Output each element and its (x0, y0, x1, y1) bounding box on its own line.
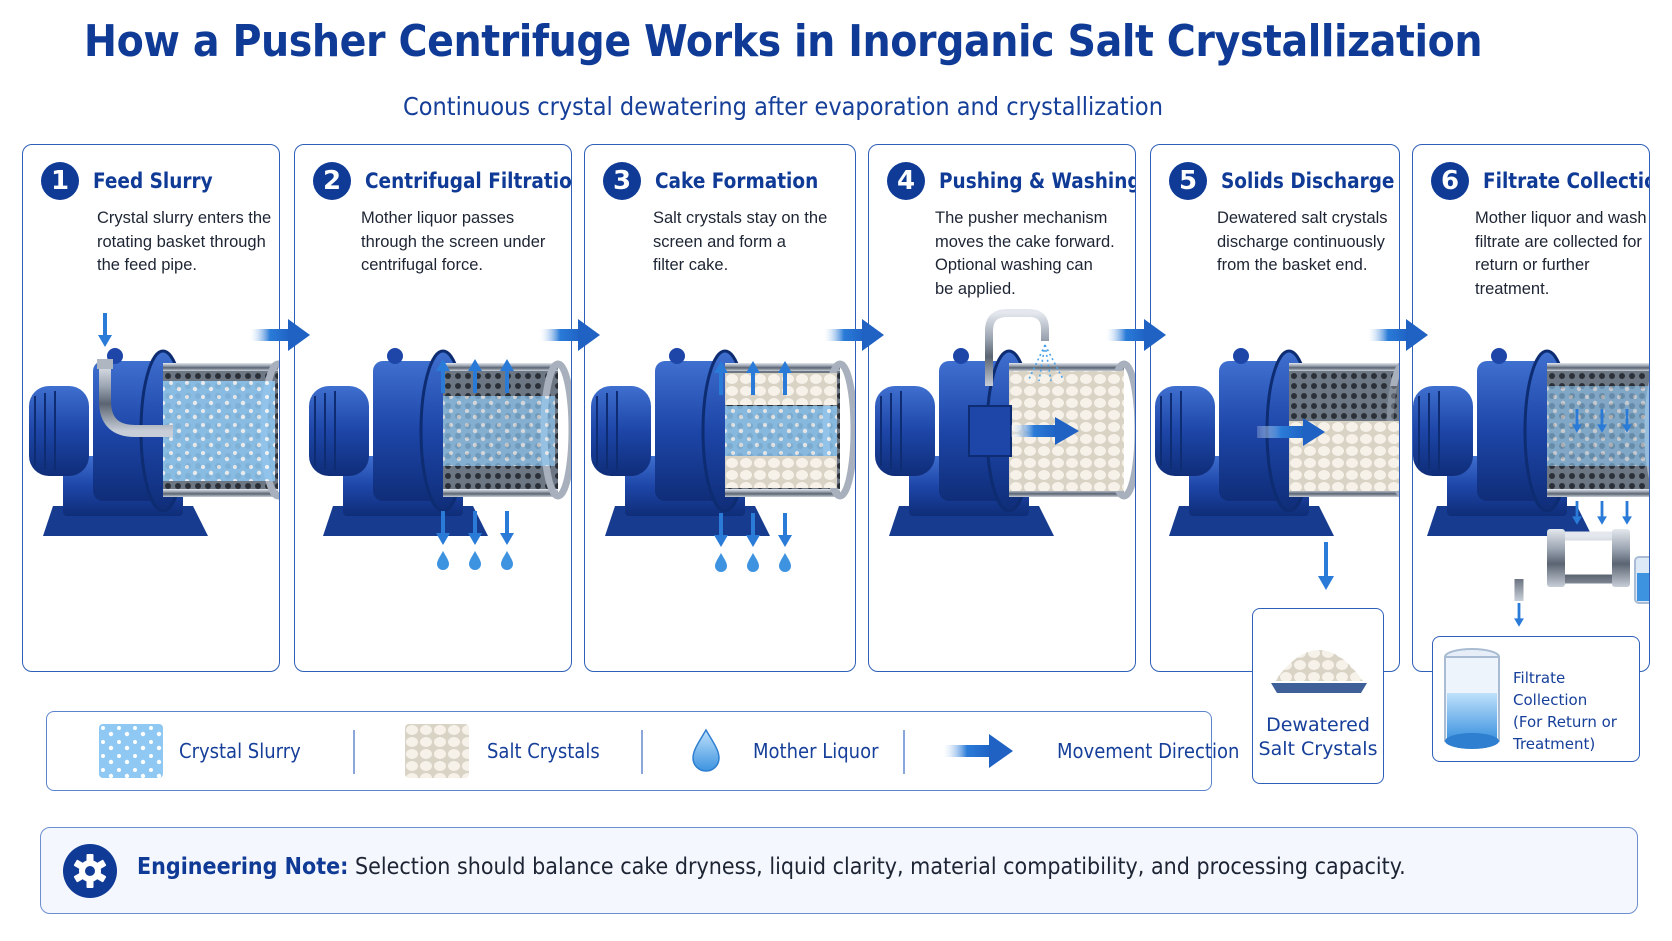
step-description: Crystal slurry enters the rotating baske… (97, 209, 272, 274)
feed-inlet-arrow (96, 311, 114, 349)
flow-arrow-1-2 (250, 319, 310, 351)
legend-label: Crystal Slurry (179, 739, 301, 763)
centrifuge-discharge-illustration (1151, 145, 1399, 672)
step-header: 1 Feed Slurry (41, 162, 229, 200)
step-title: Centrifugal Filtration (365, 169, 572, 193)
crystal-pile-icon (1271, 650, 1367, 693)
step-number-badge: 4 (887, 162, 925, 200)
push-direction-arrow (1011, 417, 1079, 445)
centrifuge-pusher-illustration (869, 309, 1136, 672)
flow-arrow-2-3 (540, 319, 600, 351)
filtrate-tank-icon (1444, 648, 1500, 749)
legend-label: Mother Liquor (753, 739, 879, 763)
step-title: Solids Discharge (1221, 169, 1395, 193)
step-panel-solids-discharge: 5 Solids Discharge Dewatered salt crysta… (1150, 144, 1400, 672)
step-panel-feed-slurry: 1 Feed Slurry Crystal slurry enters the … (22, 144, 280, 672)
legend-item-mother-liquor: Mother Liquor (691, 712, 892, 790)
step-number-badge: 5 (1169, 162, 1207, 200)
solids-drop-arrow (1318, 542, 1334, 590)
step-title: Cake Formation (655, 169, 819, 193)
wash-pipe (985, 309, 1049, 386)
flow-arrow-4-5 (1106, 319, 1166, 351)
engineering-note-label: Engineering Note: (137, 854, 349, 880)
pusher-plate (968, 405, 1012, 457)
legend-divider (353, 730, 355, 774)
step-header: 5 Solids Discharge (1169, 162, 1399, 200)
engineering-note-text: Engineering Note: Selection should balan… (137, 854, 1406, 880)
step-header: 4 Pushing & Washing (887, 162, 1136, 200)
legend-label: Salt Crystals (487, 739, 600, 763)
step-title: Filtrate Collection (1483, 169, 1649, 193)
step-panel-filtrate-collection: 6 Filtrate Collection Mother liquor and … (1412, 144, 1650, 672)
step-panel-pushing-washing: 4 Pushing & Washing The pusher mechanism… (868, 144, 1136, 672)
step-description: Mother liquor and wash filtrate are coll… (1475, 209, 1647, 298)
step-number-badge: 3 (603, 162, 641, 200)
salt-crystals-icon (405, 724, 469, 778)
step-panel-cake-formation: 3 Cake Formation Salt crystals stay on t… (584, 144, 856, 672)
engineering-note: Engineering Note: Selection should balan… (40, 827, 1638, 914)
movement-arrow-icon (943, 734, 1013, 768)
filtrate-collection-label: Filtrate Collection (For Return or Treat… (1513, 669, 1617, 753)
wash-spray (1028, 344, 1064, 382)
flow-arrow-3-4 (824, 319, 884, 351)
dewatered-crystals-label: Dewatered Salt Crystals (1258, 714, 1378, 760)
step-description: Mother liquor passes through the screen … (361, 209, 546, 274)
page-subtitle: Continuous crystal dewatering after evap… (403, 92, 1163, 121)
centrifuge-filtration-illustration (295, 145, 572, 570)
centrifuge-cake-illustration (585, 145, 856, 572)
step-number-badge: 2 (313, 162, 351, 200)
step-header: 3 Cake Formation (603, 162, 840, 200)
mother-liquor-drop-icon (692, 728, 720, 772)
dewatered-crystals-box: Dewatered Salt Crystals (1252, 608, 1384, 784)
legend-item-crystal-slurry: Crystal Slurry (99, 712, 314, 790)
flow-arrow-5-6 (1368, 319, 1428, 351)
step-panel-centrifugal-filtration: 2 Centrifugal Filtration Mother liquor p… (294, 144, 572, 672)
step-header: 6 Filtrate Collection (1431, 162, 1649, 200)
step-header: 2 Centrifugal Filtration (313, 162, 572, 200)
legend: Crystal Slurry Salt Crystals Mother Liqu… (46, 711, 1239, 791)
centrifuge-feed-illustration (23, 311, 280, 672)
filtrate-collection-box: Filtrate Collection (For Return or Treat… (1432, 636, 1640, 762)
discharge-direction-arrow (1257, 418, 1325, 446)
crystal-slurry-icon (99, 724, 163, 778)
step-title: Pushing & Washing (939, 169, 1136, 193)
page-title: How a Pusher Centrifuge Works in Inorgan… (83, 16, 1483, 67)
step-title: Feed Slurry (93, 169, 213, 193)
step-number-badge: 1 (41, 162, 79, 200)
legend-item-movement-direction: Movement Direction (943, 712, 1260, 790)
legend-item-salt-crystals: Salt Crystals (405, 712, 612, 790)
legend-divider (903, 730, 905, 774)
step-description: Dewatered salt crystals discharge contin… (1217, 209, 1388, 274)
step-description: The pusher mechanism moves the cake forw… (935, 209, 1115, 298)
legend-label: Movement Direction (1057, 739, 1240, 763)
legend-divider (641, 730, 643, 774)
step-number-badge: 6 (1431, 162, 1469, 200)
centrifuge-filtrate-illustration (1413, 145, 1649, 629)
engineering-note-body: Selection should balance cake dryness, l… (348, 854, 1406, 880)
gear-icon (63, 844, 117, 898)
step-description: Salt crystals stay on the screen and for… (653, 209, 828, 274)
